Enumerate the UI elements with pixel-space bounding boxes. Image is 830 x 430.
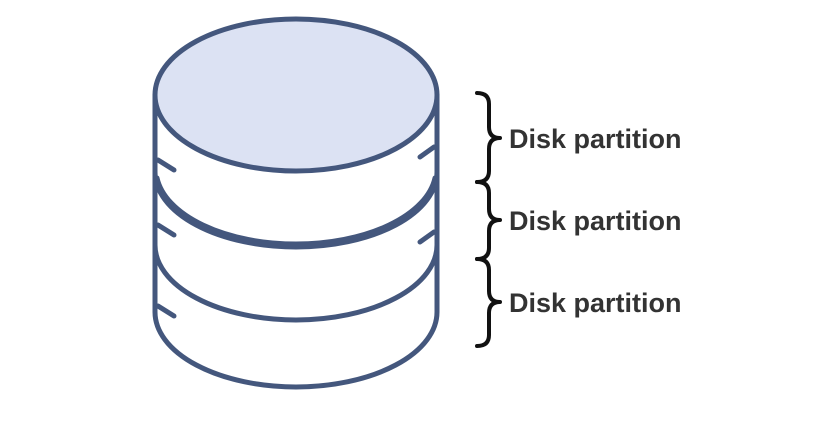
brace-2 xyxy=(475,180,502,261)
partition-label: Disk partition xyxy=(509,124,682,154)
tick-mark xyxy=(155,303,177,319)
tick-mark xyxy=(417,229,437,245)
brace-3 xyxy=(475,257,502,348)
partition-label: Disk partition xyxy=(509,288,682,318)
partition-label: Disk partition xyxy=(509,206,682,236)
disk-top-face xyxy=(152,16,440,174)
tick-mark xyxy=(155,157,177,173)
disk-cylinder-icon xyxy=(152,16,440,390)
brace-1 xyxy=(475,91,502,184)
curly-brace-icon xyxy=(475,91,502,348)
disk-body xyxy=(152,92,440,390)
tick-mark xyxy=(417,144,437,160)
partition-separator-2 xyxy=(152,242,440,323)
partition-separator-1-rim xyxy=(154,175,438,247)
tick-mark xyxy=(155,222,177,238)
partition-separator-1 xyxy=(152,169,440,250)
